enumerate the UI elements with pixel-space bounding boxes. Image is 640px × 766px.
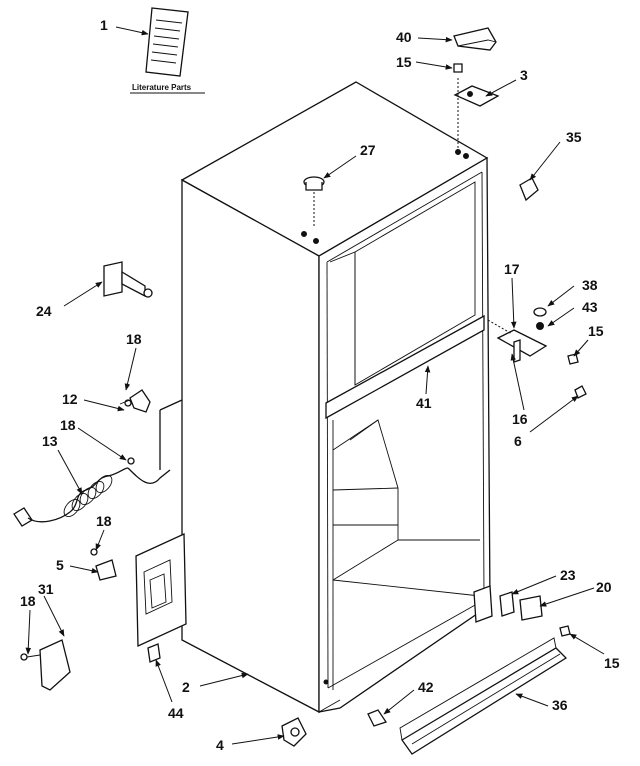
callout-2: 2 [182,679,190,695]
power-cord [13,399,183,527]
callout-36: 36 [552,697,568,713]
plug-button [303,176,325,228]
callout-16: 16 [512,411,528,427]
leveling-foot [281,717,307,747]
callout-4: 4 [216,737,224,753]
access-cover [20,639,71,691]
wire-clip [90,548,117,581]
callout-6: 6 [514,433,522,449]
literature-label: Literature Parts [132,83,192,92]
callout-40: 40 [396,29,412,45]
callout-15-top: 15 [396,54,412,70]
callout-15-bottom: 15 [604,655,620,671]
callout-15-mid: 15 [588,323,604,339]
callout-18-a: 18 [126,331,142,347]
callout-3: 3 [520,67,528,83]
callout-5: 5 [56,557,64,573]
callout-24: 24 [36,303,52,319]
hinge-shim [519,177,539,202]
callout-42: 42 [418,679,434,695]
callout-23: 23 [560,567,576,583]
callout-41: 41 [416,395,432,411]
callout-43: 43 [582,299,598,315]
callout-18-b: 18 [60,417,76,433]
callout-20: 20 [596,579,612,595]
mounting-plate [135,532,187,663]
lower-hinge [473,585,571,637]
control-valve [103,261,153,298]
leader-lines [25,26,605,745]
center-hinge [487,307,587,399]
callout-27: 27 [360,142,376,158]
hinge-cover [453,27,497,51]
callout-17: 17 [504,261,520,277]
divider-mullion [325,314,485,420]
callout-44: 44 [168,705,184,721]
roller-bracket [367,709,388,727]
top-hinge [453,63,500,150]
literature-parts: Literature Parts [130,7,205,94]
callout-1: 1 [100,17,108,33]
base-grille [399,637,568,755]
callout-labels: 1 40 15 3 35 27 24 17 38 43 15 18 12 41 … [20,17,620,753]
callout-18-c: 18 [96,513,112,529]
callout-13: 13 [42,433,58,449]
callout-35: 35 [566,129,582,145]
callout-18-d: 18 [20,593,36,609]
cord-bracket [119,389,151,413]
callout-31: 31 [38,581,54,597]
callout-38: 38 [582,277,598,293]
refrigerator-cabinet [180,81,491,714]
callout-12: 12 [62,391,78,407]
